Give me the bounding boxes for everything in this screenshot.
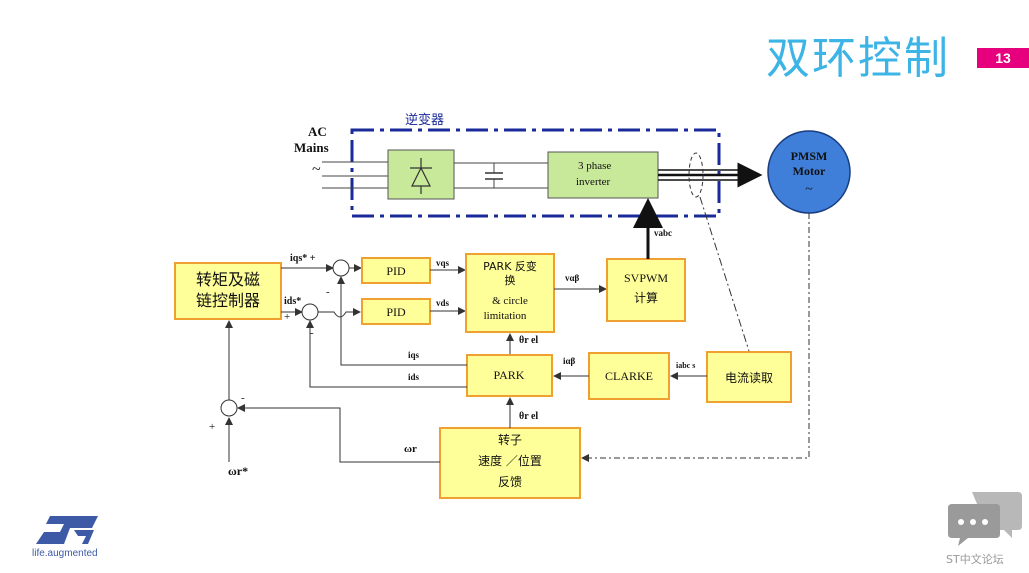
vds-label: vds: [436, 298, 450, 308]
iabc-label: iabc s: [676, 361, 695, 370]
summing-junction-speed: [220, 399, 238, 417]
page-number-badge: 13: [977, 48, 1029, 68]
iqs-label: iqs: [408, 350, 420, 360]
omega-r-label: ωr: [404, 443, 417, 455]
rotor-label-3: 反馈: [498, 475, 522, 489]
rotor-label-1: 转子: [498, 432, 522, 447]
park-inverse-block: [465, 253, 555, 333]
vabc-label: vabc: [654, 228, 672, 238]
park-inverse-label-4: limitation: [484, 310, 527, 322]
motor-symbol: ~: [805, 182, 813, 197]
summing-junction-d: [301, 303, 319, 321]
svpwm-label-1: SVPWM: [624, 271, 668, 285]
rotor-label-2: 速度 ／位置: [478, 453, 542, 468]
park-inverse-label-2: 换: [505, 273, 516, 287]
slide-title: 双环控制: [766, 33, 950, 84]
iq-ref-label: iqs* +: [290, 253, 316, 264]
valphabeta-label: vαβ: [565, 273, 580, 283]
st-logo: [36, 516, 98, 544]
rotor-feedback-block: [439, 427, 581, 499]
park-inverse-label-1: PARK 反变: [483, 259, 537, 273]
inverter-block-label-2: inverter: [576, 176, 611, 188]
clarke-block: [588, 352, 670, 400]
minus-sign-d: -: [310, 327, 314, 339]
inverter-group-label: 逆变器: [405, 112, 444, 128]
ialphabeta-label: iαβ: [563, 356, 576, 366]
st-tagline: life.augmented: [32, 548, 98, 559]
current-sensor-ring: [688, 152, 704, 198]
torque-flux-label-2: 链控制器: [196, 291, 260, 310]
svpwm-label-2: 计算: [634, 290, 658, 305]
motor-label-1: PMSM: [791, 149, 828, 163]
diode-icon: [410, 158, 432, 194]
park-block: [466, 354, 553, 397]
position-sense-line: [581, 213, 810, 462]
plus-sign-speed: +: [209, 421, 215, 433]
id-ref-label: ids*: [284, 296, 301, 307]
three-phase-inverter-block: [547, 151, 659, 199]
theta-el-label-1: θr el: [519, 335, 538, 346]
minus-sign-q: -: [326, 286, 330, 298]
pid-d-label: PID: [386, 305, 406, 319]
inverter-dashed-boundary: [350, 128, 721, 218]
plus-sign-d: +: [284, 311, 290, 323]
park-inverse-label-3: & circle: [492, 295, 528, 307]
ac-mains-label-2: Mains: [294, 140, 329, 155]
current-read-label: 电流读取: [725, 371, 773, 385]
torque-flux-controller-block: [174, 262, 282, 320]
current-sense-line: [699, 196, 750, 352]
minus-sign-speed: -: [241, 392, 245, 404]
ac-mains-label-1: AC: [308, 124, 327, 139]
summing-junction-q: [332, 259, 350, 277]
torque-flux-label-1: 转矩及磁: [196, 270, 260, 289]
motor-label-2: Motor: [793, 164, 826, 178]
clarke-label: CLARKE: [605, 369, 653, 383]
inverter-block-label-1: 3 phase: [578, 160, 611, 172]
omega-ref-label: ωr*: [228, 464, 248, 478]
forum-chat-icon: [948, 492, 1022, 546]
theta-el-label-2: θr el: [519, 411, 538, 422]
vqs-label: vqs: [436, 258, 450, 268]
current-read-block: [706, 351, 792, 403]
svpwm-block: [606, 258, 686, 322]
pid-q-label: PID: [386, 264, 406, 278]
ac-symbol: ~: [312, 161, 321, 178]
forum-watermark: ST中文论坛: [946, 553, 1004, 566]
park-label: PARK: [494, 368, 525, 382]
ids-label: ids: [408, 372, 420, 382]
